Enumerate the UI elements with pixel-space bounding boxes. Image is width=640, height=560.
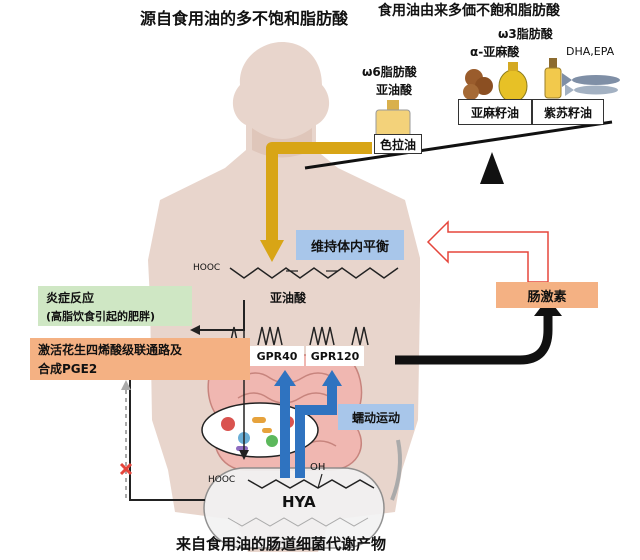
title-bottom: 来自食用油的肠道细菌代谢产物: [176, 535, 387, 553]
oil-to-linoleic-arrow: [266, 142, 372, 242]
alpha-linolenic-label: α-亚麻酸: [470, 45, 520, 59]
oh-label: OH: [310, 462, 326, 473]
perilla-oil-label: 紫苏籽油: [532, 99, 604, 125]
arachidonic-line2: 合成PGE2: [38, 362, 98, 376]
gpr120-receptor: [309, 326, 335, 346]
hya-label: HYA: [282, 493, 316, 511]
hya-chain: [247, 479, 375, 489]
linoleic-acid-label: 亚油酸: [270, 291, 307, 305]
oil-bottle-icon: [544, 58, 562, 99]
fish-icon: [562, 73, 620, 96]
inflammation-link: [198, 300, 245, 331]
receptor-to-hormone-arrow: [395, 312, 553, 365]
linoleic-acid-chain: [229, 267, 399, 279]
peristalsis-arrow: [390, 439, 402, 501]
title-top-right: 食用油由来多価不飽和脂肪酸: [378, 3, 560, 19]
gpr40-label: GPR40: [250, 346, 304, 366]
omega3-label: ω3脂肪酸: [498, 27, 553, 41]
arachidonic-cascade-box: 激活花生四烯酸级联通路及 合成PGE2: [30, 338, 250, 380]
balance-scale-icon: [304, 120, 613, 184]
salad-oil-bottle-icon: [375, 100, 411, 139]
omega6-label: ω6脂肪酸: [362, 65, 417, 79]
linseed-oil-jar-icon: [498, 62, 528, 103]
hormone-to-homeostasis-arrow: [426, 220, 549, 283]
hooc-bottom-label: HOOC: [208, 475, 236, 485]
gut-hormone-box: 肠激素: [496, 282, 598, 308]
salad-oil-label: 色拉油: [374, 134, 422, 154]
peristalsis-box: 蠕动运动: [338, 404, 414, 430]
hya-region: [203, 467, 385, 549]
linseed-oil-label: 亚麻籽油: [458, 99, 532, 125]
cross-icon: [119, 462, 133, 476]
inflammation-title: 炎症反应: [46, 290, 95, 305]
inflammation-box: 炎症反应 (高脂饮食引起的肥胖): [38, 286, 192, 326]
homeostasis-box: 维持体内平衡: [296, 230, 404, 260]
omega6-linoleic-label: 亚油酸: [376, 83, 413, 97]
walnut-icon: [463, 69, 493, 100]
hooc-top-label: HOOC: [193, 263, 221, 273]
inflammation-subtitle: (高脂饮食引起的肥胖): [46, 309, 156, 323]
gpr120-label: GPR120: [306, 346, 364, 366]
title-top-left: 源自食用油的多不饱和脂肪酸: [140, 9, 349, 28]
gpr40-receptor: [257, 326, 283, 346]
dha-epa-label: DHA,EPA: [566, 45, 615, 58]
arachidonic-line1: 激活花生四烯酸级联通路及: [38, 343, 183, 357]
